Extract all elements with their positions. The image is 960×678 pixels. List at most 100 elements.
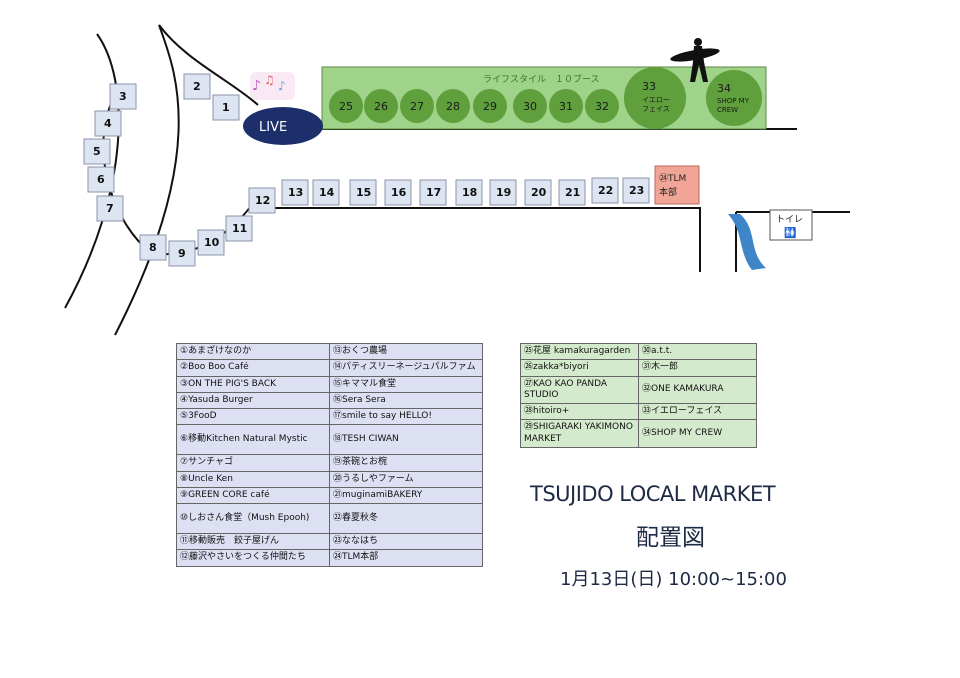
booth-17-num: 17 (426, 186, 441, 199)
booth-9-num: 9 (178, 247, 186, 260)
booth-12[interactable]: 12 (248, 187, 276, 214)
big-circle-33[interactable]: 33 イエローフェイス (624, 67, 686, 129)
legend-right-cell: ㉝イエローフェイス (638, 402, 757, 421)
circle-booth-31-num: 31 (559, 100, 573, 113)
booth-1-num: 1 (222, 101, 230, 114)
main-road-bottom (262, 207, 701, 272)
event-date: 1月13日(日) 10:00~15:00 (560, 569, 787, 590)
booth-5[interactable]: 5 (83, 138, 111, 165)
booth-19-num: 19 (496, 186, 511, 199)
booth-2-num: 2 (193, 80, 201, 93)
booth-4[interactable]: 4 (94, 110, 122, 137)
legend-left-cell: ⑨GREEN CORE café (176, 486, 330, 505)
booth-6[interactable]: 6 (87, 166, 115, 193)
big-circle-33-num: 33 (642, 80, 656, 93)
toilet[interactable]: トイレ 🚻 (769, 209, 813, 241)
svg-text:♪: ♪ (252, 78, 261, 94)
page-subtitle: 配置図 (636, 525, 705, 551)
circle-booth-32-num: 32 (595, 100, 609, 113)
table-row: ㉘hitoiro+㉝イエローフェイス (520, 402, 757, 421)
booth-7-num: 7 (106, 202, 114, 215)
circle-booth-29[interactable]: 29 (473, 89, 507, 123)
legend-right-cell: ㉛木一郎 (638, 359, 757, 377)
left-inner-road (114, 24, 180, 336)
circle-booth-25[interactable]: 25 (329, 89, 363, 123)
legend-left-cell: ⑤3FooD (176, 407, 330, 426)
legend-left-cell: ⑥移動Kitchen Natural Mystic (176, 424, 330, 456)
booth-22[interactable]: 22 (591, 177, 619, 204)
legend-left-cell: ⑭パティスリーネージュパルファム (329, 359, 483, 377)
booth-3[interactable]: 3 (109, 83, 137, 110)
booth-8[interactable]: 8 (139, 234, 167, 261)
booth-16-num: 16 (391, 186, 407, 199)
lifestyle-label: ライフスタイル １０ブース (483, 73, 600, 85)
booth-8-num: 8 (149, 241, 157, 254)
booth-21[interactable]: 21 (558, 179, 586, 206)
booth-15[interactable]: 15 (349, 179, 377, 206)
circle-booth-27-num: 27 (410, 100, 424, 113)
booth-18[interactable]: 18 (455, 179, 483, 206)
booth-23[interactable]: 23 (622, 177, 650, 204)
legend-right-cell: ㉕花屋 kamakuragarden (520, 342, 639, 361)
circle-booth-26[interactable]: 26 (364, 89, 398, 123)
tlm-hq-line1: ㉔TLM (659, 173, 686, 184)
legend-left-cell: ①あまざけなのか (176, 342, 330, 361)
booth-13-num: 13 (288, 186, 303, 199)
booth-19[interactable]: 19 (489, 179, 517, 206)
big-circle-33-label: イエローフェイス (642, 96, 670, 113)
booth-17[interactable]: 17 (419, 179, 447, 206)
surfer-icon (670, 38, 720, 82)
circle-booth-28[interactable]: 28 (436, 89, 470, 123)
circle-booth-32[interactable]: 32 (585, 89, 619, 123)
circle-booth-25-num: 25 (339, 100, 353, 113)
legend-right-cell: ㉙SHIGARAKI YAKIMONO MARKET (520, 419, 639, 448)
legend-left-cell: ⑦サンチャゴ (176, 454, 330, 472)
live-stage[interactable]: LIVE (243, 107, 323, 145)
circle-booth-27[interactable]: 27 (400, 89, 434, 123)
svg-text:♪: ♪ (278, 79, 286, 93)
booth-6-num: 6 (97, 173, 105, 186)
tlm-hq-booth[interactable]: ㉔TLM 本部 (654, 165, 700, 205)
circle-booth-26-num: 26 (374, 100, 388, 113)
booth-7[interactable]: 7 (96, 195, 124, 222)
legend-left-cell: ㉒春夏秋冬 (329, 503, 483, 534)
big-circle-34-num: 34 (717, 82, 731, 95)
booth-10-num: 10 (204, 236, 220, 249)
booth-10[interactable]: 10 (197, 229, 225, 256)
legend-left-cell: ③ON THE PIG'S BACK (176, 375, 330, 393)
legend-right-cell: ㉗KAO KAO PANDA STUDIO (520, 375, 639, 404)
booth-20-num: 20 (531, 186, 547, 199)
toilet-icon: 🚻 (784, 226, 796, 239)
left-outer-road (64, 33, 120, 309)
booth-11[interactable]: 11 (225, 215, 253, 242)
booth-20[interactable]: 20 (524, 179, 552, 206)
legend-left-cell: ㉓ななはち (329, 532, 483, 551)
tlm-hq-line2: 本部 (659, 186, 677, 198)
legend-left-cell: ⑯Sera Sera (329, 391, 483, 410)
booth-16[interactable]: 16 (384, 179, 412, 206)
booth-2[interactable]: 2 (183, 73, 211, 100)
legend-left-cell: ⑧Uncle Ken (176, 470, 330, 488)
booth-21-num: 21 (565, 186, 580, 199)
booth-14[interactable]: 14 (312, 179, 340, 206)
booth-9[interactable]: 9 (168, 240, 196, 267)
circle-booth-28-num: 28 (446, 100, 460, 113)
booth-1[interactable]: 1 (212, 94, 240, 121)
booth-13[interactable]: 13 (281, 179, 309, 206)
circle-booth-30[interactable]: 30 (513, 89, 547, 123)
circle-booth-31[interactable]: 31 (549, 89, 583, 123)
